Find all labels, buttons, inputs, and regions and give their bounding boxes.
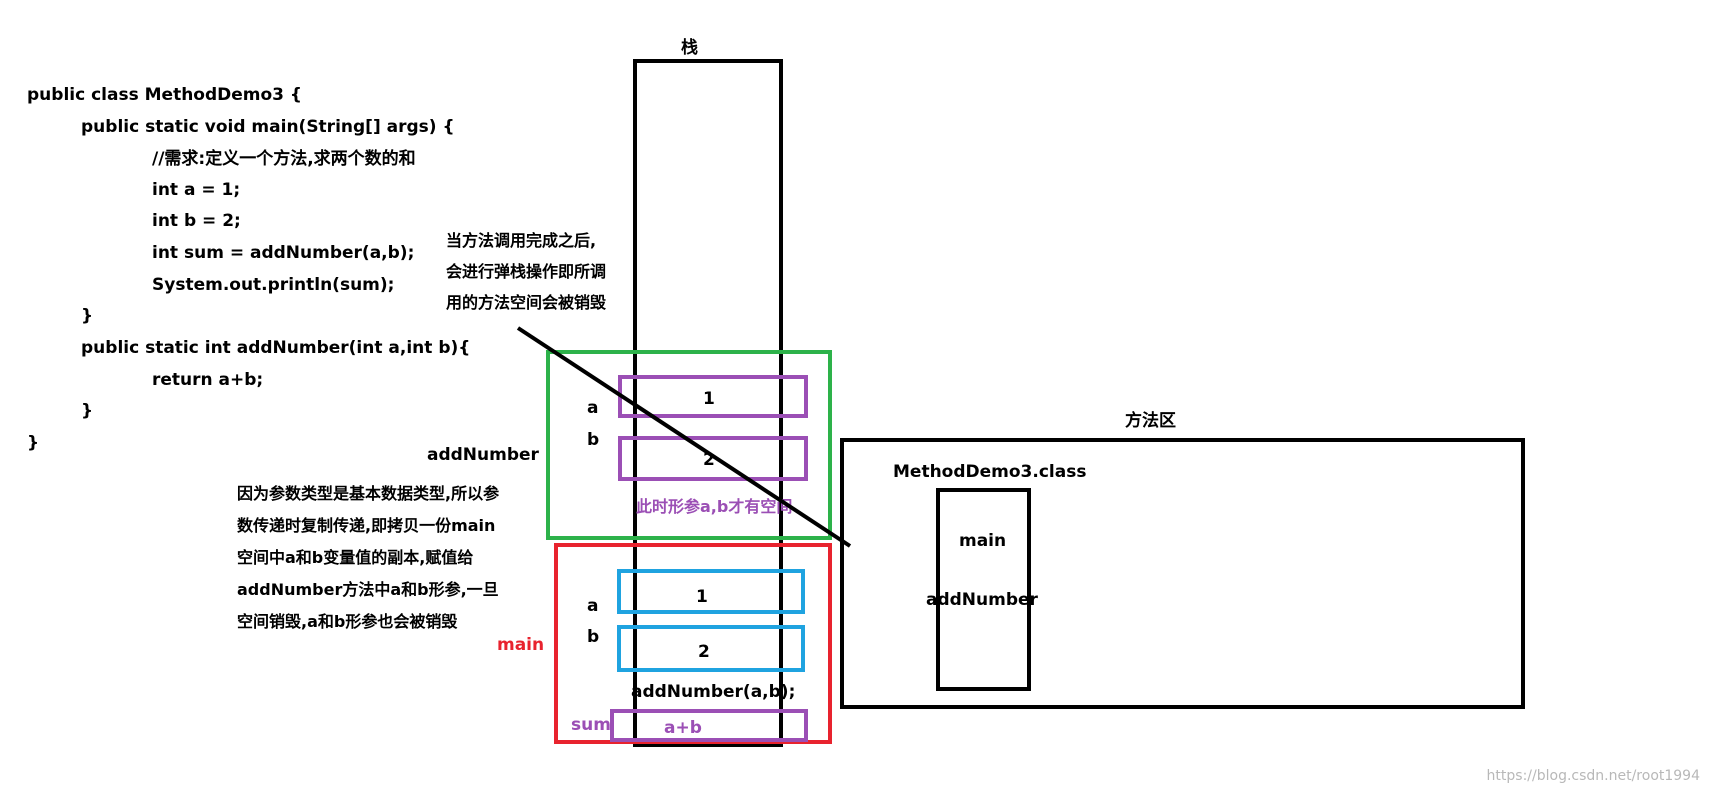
param-b-value: 2 xyxy=(703,450,715,470)
class-name: MethodDemo3.class xyxy=(893,462,1086,482)
param-a-label: a xyxy=(587,398,598,418)
stack-title: 栈 xyxy=(681,37,698,58)
addnumber-frame: addNumber a b 1 2 此时形参a,b才有空间 xyxy=(427,350,832,540)
code-line: } xyxy=(81,306,93,326)
code-line: public static void main(String[] args) { xyxy=(81,117,455,137)
param-b-slot xyxy=(618,436,808,481)
method-area-box xyxy=(840,438,1525,709)
code-line: } xyxy=(81,401,93,421)
pop-stack-note: 当方法调用完成之后, 会进行弹栈操作即所调 用的方法空间会被销毁 xyxy=(446,231,607,312)
main-frame-label: main xyxy=(497,635,544,655)
main-frame: main a b 1 2 addNumber(a,b); sum a+b xyxy=(497,543,832,744)
destroy-strike-line xyxy=(516,326,852,548)
sum-value: a+b xyxy=(664,718,702,738)
code-listing: public class MethodDemo3 { public static… xyxy=(27,85,470,453)
copy-note-line: 因为参数类型是基本数据类型,所以参 xyxy=(237,484,500,503)
pop-note-line: 会进行弹栈操作即所调 xyxy=(446,262,606,281)
var-b-value: 2 xyxy=(698,642,710,662)
code-line: return a+b; xyxy=(152,370,263,390)
var-a-label: a xyxy=(587,596,598,616)
code-line: } xyxy=(27,433,39,453)
pop-note-line: 当方法调用完成之后, xyxy=(446,231,596,250)
code-line: public static int addNumber(int a,int b)… xyxy=(81,338,470,358)
copy-note-line: 数传递时复制传递,即拷贝一份main xyxy=(237,516,495,535)
param-b-label: b xyxy=(587,430,599,450)
method-addnumber: addNumber xyxy=(926,590,1039,610)
method-area: 方法区 MethodDemo3.class main addNumber xyxy=(840,410,1525,709)
addnumber-frame-border xyxy=(546,350,832,540)
watermark: https://blog.csdn.net/root1994 xyxy=(1487,768,1701,784)
sum-slot xyxy=(610,709,808,742)
var-a-value: 1 xyxy=(696,587,708,607)
var-b-slot xyxy=(617,625,805,672)
code-line: public class MethodDemo3 { xyxy=(27,85,302,105)
method-area-title: 方法区 xyxy=(1125,410,1176,431)
param-space-note: 此时形参a,b才有空间 xyxy=(636,497,792,516)
copy-semantics-note: 因为参数类型是基本数据类型,所以参 数传递时复制传递,即拷贝一份main 空间中… xyxy=(237,484,500,631)
pop-note-line: 用的方法空间会被销毁 xyxy=(446,293,607,312)
copy-note-line: 空间销毁,a和b形参也会被销毁 xyxy=(237,612,458,631)
copy-note-line: addNumber方法中a和b形参,一旦 xyxy=(237,580,499,599)
var-b-label: b xyxy=(587,627,599,647)
code-line: int a = 1; xyxy=(152,180,240,200)
addnumber-frame-label: addNumber xyxy=(427,445,540,465)
code-line: int sum = addNumber(a,b); xyxy=(152,243,414,263)
code-line: //需求:定义一个方法,求两个数的和 xyxy=(152,148,416,169)
code-line: System.out.println(sum); xyxy=(152,275,394,295)
method-main: main xyxy=(959,531,1006,551)
class-methods-box xyxy=(936,488,1031,691)
copy-note-line: 空间中a和b变量值的副本,赋值给 xyxy=(237,548,473,567)
call-expression: addNumber(a,b); xyxy=(631,682,795,702)
code-line: int b = 2; xyxy=(152,211,241,231)
var-a-slot xyxy=(617,569,805,614)
param-a-value: 1 xyxy=(703,389,715,409)
sum-label: sum xyxy=(571,715,611,735)
